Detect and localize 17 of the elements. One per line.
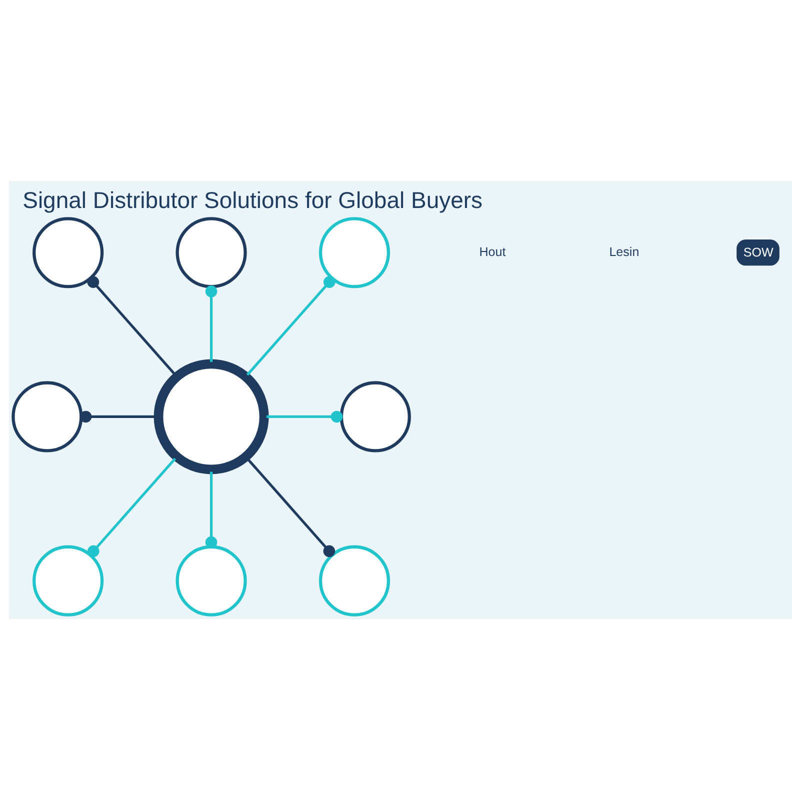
label: Lesin — [608, 244, 639, 259]
node-circle — [175, 217, 246, 288]
node-circle — [153, 359, 268, 474]
label: Hout — [478, 244, 506, 259]
node-circle — [11, 381, 82, 452]
connector — [204, 286, 217, 362]
connector — [79, 410, 156, 423]
connector — [86, 276, 176, 376]
connector — [87, 458, 176, 558]
node-circle — [339, 381, 410, 452]
label: SOW — [742, 245, 773, 260]
connector — [246, 458, 335, 558]
node-circle — [175, 545, 246, 616]
connector — [266, 410, 342, 423]
connector — [246, 276, 335, 376]
connector — [204, 472, 217, 548]
diagram-title: Signal Distributor Solutions for Global Buyers — [22, 186, 482, 213]
